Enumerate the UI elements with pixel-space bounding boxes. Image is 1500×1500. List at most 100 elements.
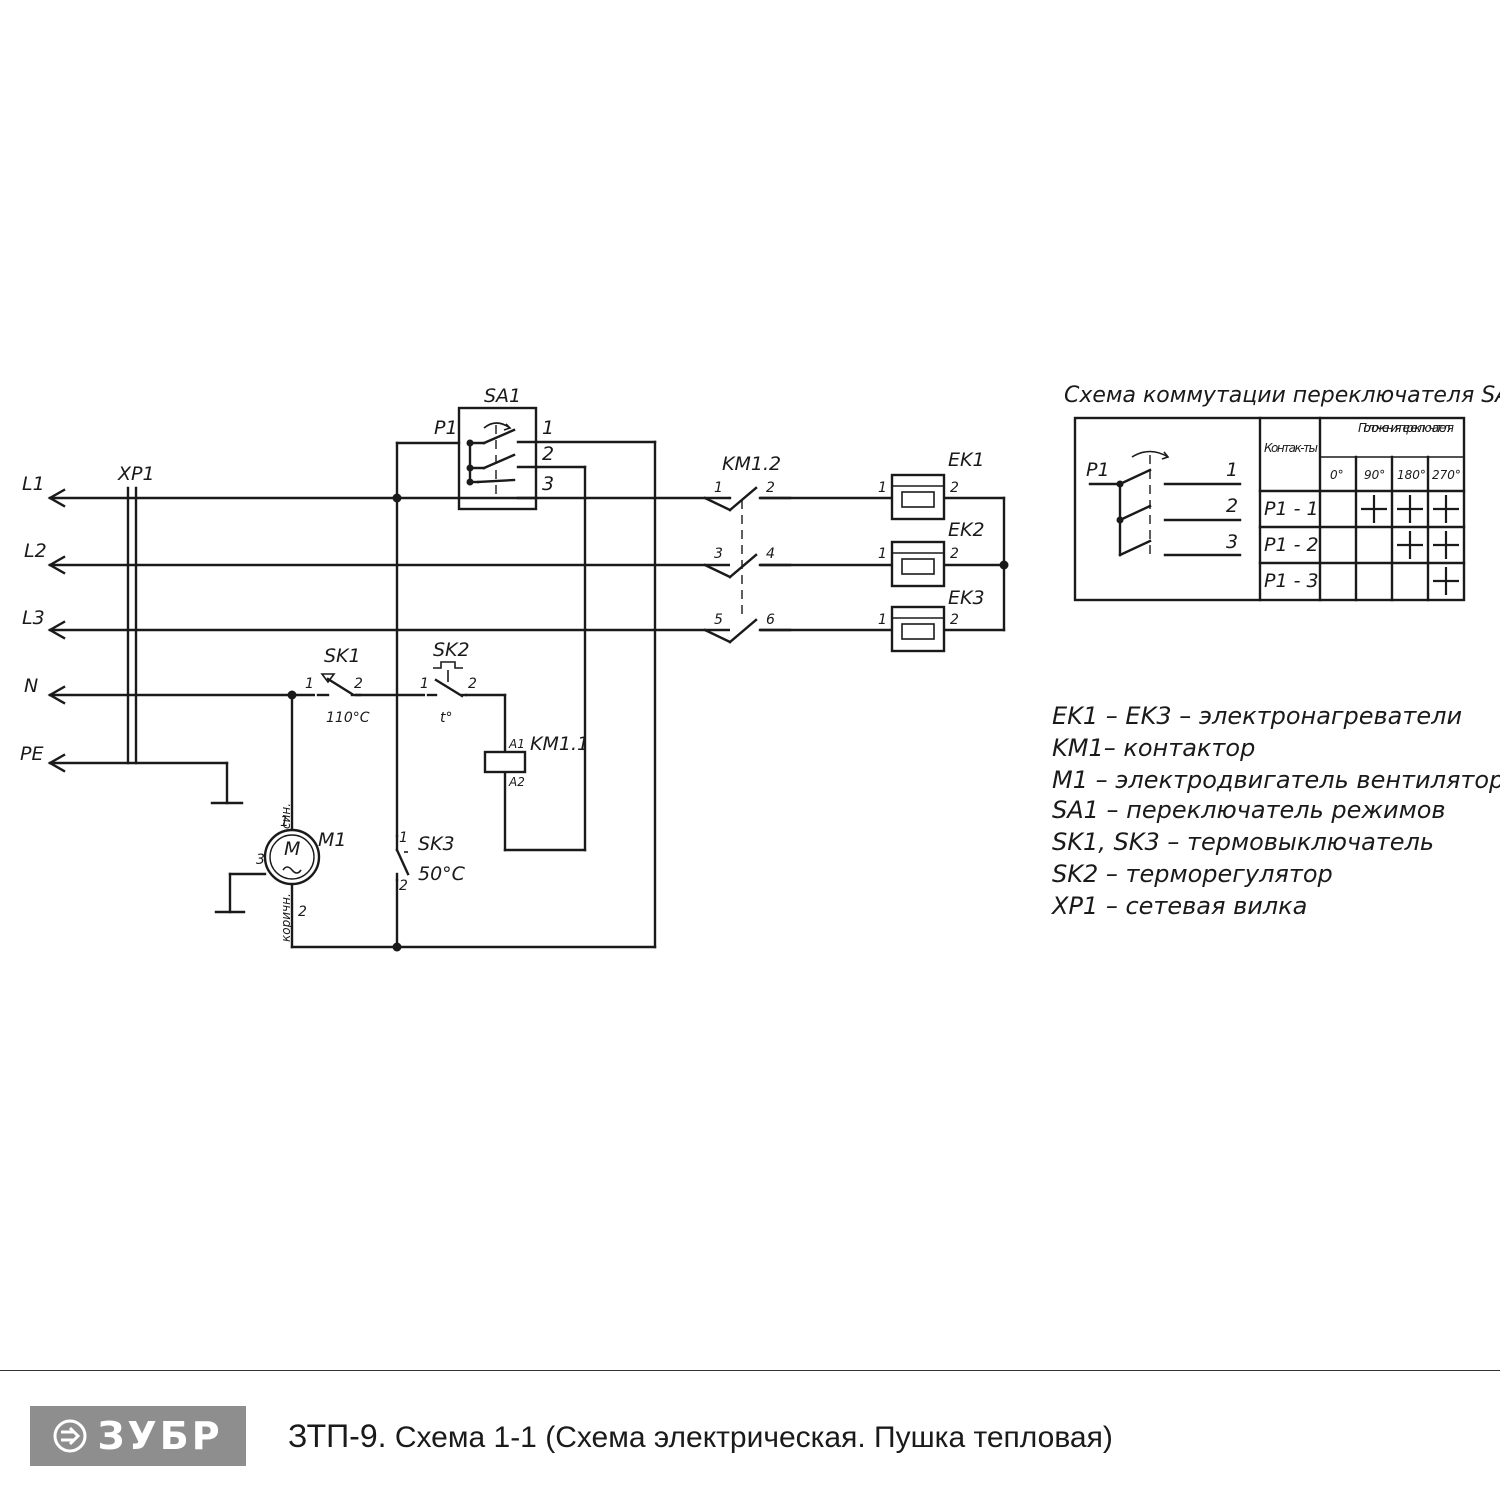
label-l3: L3 <box>22 607 45 629</box>
label-coil-a1: A1 <box>508 737 525 751</box>
label-m1-wire2: коричн. <box>279 893 293 942</box>
label-sk2-pin2: 2 <box>468 676 477 692</box>
label-sa1-pin3: 3 <box>542 473 554 495</box>
heater-star-point <box>999 496 1009 632</box>
label-sk3-temp: 50°C <box>418 863 466 885</box>
label-ek3-pin1: 1 <box>878 612 887 628</box>
closed-contact-mark <box>1433 531 1459 559</box>
table-pos-0: 0° <box>1330 468 1344 482</box>
legend-item: SK2 – терморегулятор <box>1052 860 1333 888</box>
switching-table <box>1073 416 1466 602</box>
legend: EK1 – EK3 – электронагреватели KM1– конт… <box>1050 702 1500 920</box>
footer-divider <box>0 1370 1500 1371</box>
legend-item: XP1 – сетевая вилка <box>1050 892 1307 920</box>
label-ek1-pin1: 1 <box>878 480 887 496</box>
switching-table-title: Схема коммутации переключателя SA1 <box>1064 383 1500 408</box>
plug-xp1 <box>126 486 138 765</box>
table-contact-1: 1 <box>1226 459 1238 481</box>
legend-item: KM1– контактор <box>1052 734 1255 762</box>
table-pos-270: 270° <box>1432 468 1461 482</box>
label-km-pin2: 2 <box>766 480 775 496</box>
label-sa1-pin1: 1 <box>542 417 554 439</box>
label-m1: M1 <box>318 829 346 851</box>
label-motor-symbol: M <box>284 838 300 860</box>
ground-pe-icon <box>210 761 244 805</box>
table-pos-180: 180° <box>1397 468 1426 482</box>
table-header-contacts: Контак-ты <box>1264 441 1318 455</box>
label-sa1-pin2: 2 <box>542 443 554 465</box>
label-l2: L2 <box>24 540 47 562</box>
label-sk3: SK3 <box>418 833 455 855</box>
label-sk1-temp: 110°C <box>326 710 370 726</box>
label-sk3-pin2: 2 <box>399 878 408 894</box>
closed-contact-mark <box>1397 495 1423 523</box>
table-header-positions: Положения переключателя <box>1358 421 1454 435</box>
label-ek1: EK1 <box>948 449 985 471</box>
label-km-pin6: 6 <box>766 612 775 628</box>
closed-contact-mark <box>1433 495 1459 523</box>
label-ek2: EK2 <box>948 519 985 541</box>
sk1-thermal-switch-icon <box>320 673 336 684</box>
legend-item: EK1 – EK3 – электронагреватели <box>1052 702 1462 730</box>
label-m1-pin3: 3 <box>256 852 265 868</box>
table-row-label-2: P1 - 2 <box>1264 534 1319 556</box>
caption-model: ЗТП-9. <box>288 1418 387 1454</box>
control-circuit <box>287 677 657 952</box>
label-m1-wire1: син. <box>279 803 293 829</box>
sk2-thermostat-icon <box>433 661 463 682</box>
label-sa1: SA1 <box>484 385 521 407</box>
label-sk2-sym: t° <box>440 710 453 726</box>
label-ek3: EK3 <box>948 587 985 609</box>
closed-contact-mark <box>1433 567 1459 595</box>
closed-contact-mark <box>1361 495 1387 523</box>
label-km-pin4: 4 <box>766 546 775 562</box>
label-sk2-pin1: 1 <box>420 676 429 692</box>
table-switch-symbol <box>1088 450 1242 557</box>
page-caption: ЗТП-9. Схема 1-1 (Схема электрическая. П… <box>288 1418 1113 1455</box>
label-sk3-pin1: 1 <box>399 830 408 846</box>
label-sk2: SK2 <box>433 639 470 661</box>
table-pos-90: 90° <box>1364 468 1385 482</box>
supply-lines <box>47 488 1006 773</box>
heater-ek3 <box>890 605 946 653</box>
label-m1-pin1: 1 <box>280 814 289 830</box>
contactor-km1-2 <box>703 485 792 645</box>
motor-m1-icon <box>214 828 321 914</box>
legend-item: SA1 – переключатель режимов <box>1052 796 1446 824</box>
label-pe: PE <box>20 743 43 765</box>
heater-ek1 <box>890 473 946 521</box>
table-row-label-3: P1 - 3 <box>1264 570 1319 592</box>
label-ek2-pin2: 2 <box>950 546 959 562</box>
label-km-pin3: 3 <box>714 546 723 562</box>
heater-ek2 <box>890 540 946 588</box>
label-ek2-pin1: 1 <box>878 546 887 562</box>
legend-item: M1 – электродвигатель вентилятора <box>1052 766 1500 794</box>
label-ek1-pin2: 2 <box>950 480 959 496</box>
label-km1-1: KM1.1 <box>530 733 589 755</box>
brand-logo: ЗУБР <box>30 1406 246 1466</box>
label-m1-pin2: 2 <box>298 904 307 920</box>
label-sk1-pin2: 2 <box>354 676 363 692</box>
sk3-thermal-switch <box>395 834 410 882</box>
switch-sa1 <box>457 406 538 511</box>
table-row-label-1: P1 - 1 <box>1264 498 1319 520</box>
closed-contact-mark <box>1397 531 1423 559</box>
label-km-pin5: 5 <box>714 612 723 628</box>
label-km1-2: KM1.2 <box>722 453 781 475</box>
label-sk1: SK1 <box>324 645 361 667</box>
arrow-icon <box>53 1419 87 1453</box>
table-contact-3: 3 <box>1226 531 1238 553</box>
label-km-pin1: 1 <box>714 480 723 496</box>
label-sk1-pin1: 1 <box>305 676 314 692</box>
legend-item: SK1, SK3 – термовыключатель <box>1052 828 1434 856</box>
table-contact-marks <box>1361 495 1459 595</box>
sa1-wiring <box>392 440 657 949</box>
label-ek3-pin2: 2 <box>950 612 959 628</box>
table-contact-2: 2 <box>1226 495 1238 517</box>
caption-text: Схема 1-1 (Схема электрическая. Пушка те… <box>386 1421 1113 1454</box>
label-l1: L1 <box>22 473 45 495</box>
label-xp1: XP1 <box>117 463 155 485</box>
coil-km1-1 <box>483 750 527 774</box>
label-sa1-pole: P1 <box>434 417 458 439</box>
